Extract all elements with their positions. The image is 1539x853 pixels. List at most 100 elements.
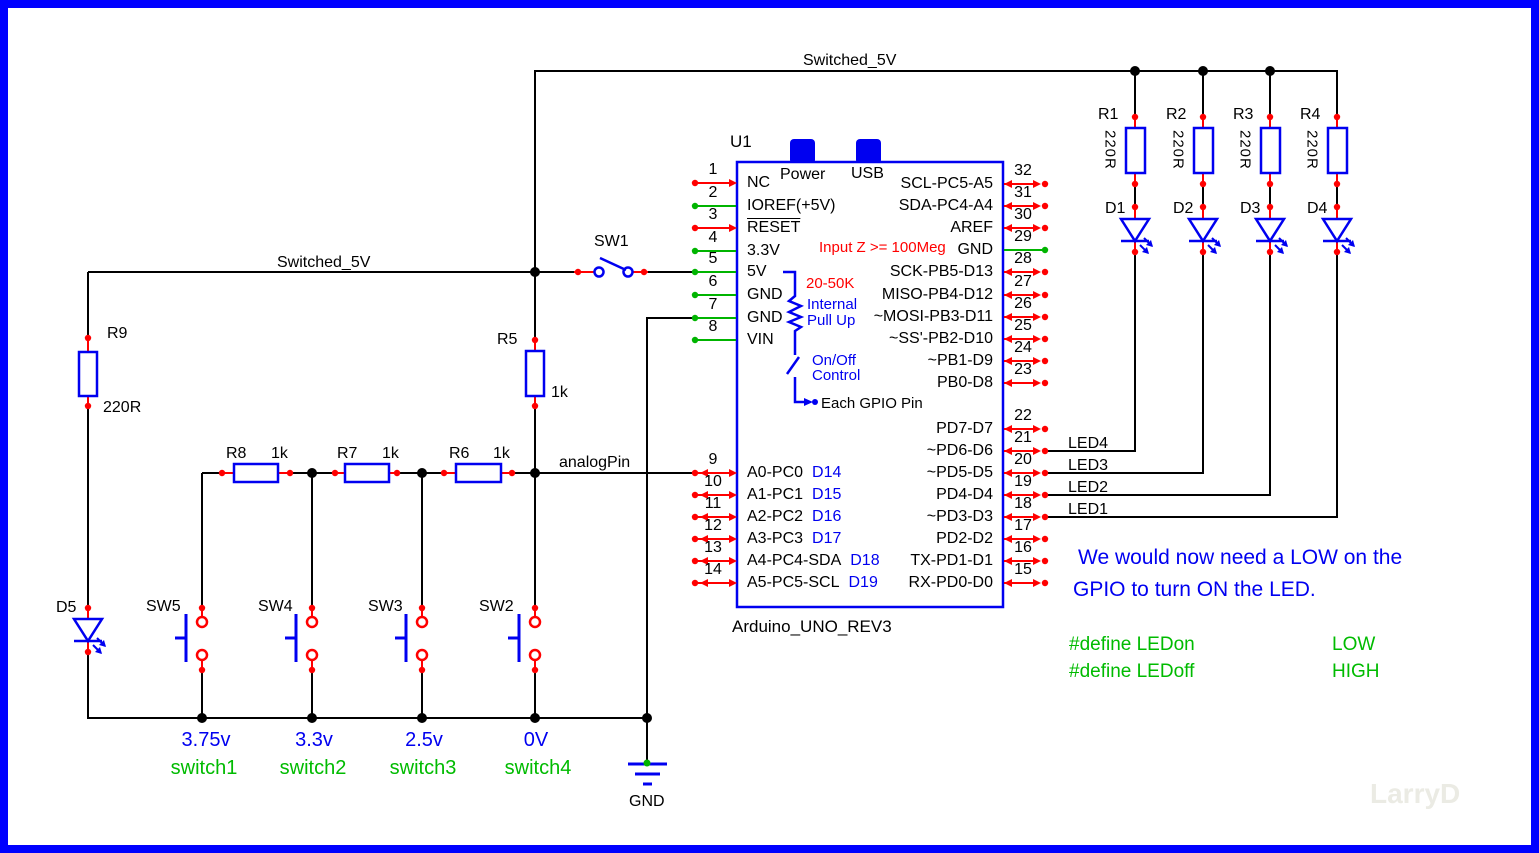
pin-left-4-num: 4: [708, 229, 718, 246]
switch3-voltage: 2.5v: [405, 729, 443, 751]
r2-ref: R2: [1166, 106, 1187, 123]
sw1-lever: [599, 256, 627, 272]
resistor-r3: [1259, 113, 1282, 188]
note-gpio: Each GPIO Pin: [821, 395, 923, 412]
r9-value: 220R: [103, 399, 142, 416]
wire-bottom-rail: [87, 652, 647, 719]
switch4-name: switch4: [504, 757, 572, 779]
pin-right-28-label: SCK-PB5-D13: [889, 263, 993, 280]
net-label-led2: LED2: [1068, 479, 1109, 496]
r4-ref: R4: [1300, 106, 1321, 123]
resistor-r7: [331, 462, 401, 484]
d1-ref: D1: [1105, 200, 1126, 217]
pin-left-1-label: NC: [747, 174, 771, 191]
sw5-ref: SW5: [146, 598, 181, 615]
pin-right-27-label: MISO-PB4-D12: [881, 286, 993, 303]
pin-left-3-label: RESET: [747, 219, 801, 236]
r8-ref: R8: [226, 445, 247, 462]
wire-switch-columns-top: [201, 473, 536, 608]
pin-right-26-num: 26: [1014, 295, 1032, 312]
resistor-r1: [1124, 113, 1147, 188]
pin-right-20-num: 20: [1014, 451, 1032, 468]
usb-connector-label: USB: [851, 165, 884, 182]
pin-left-2-num: 2: [708, 184, 718, 201]
resistor-r5: [524, 336, 546, 410]
pin-right-19-label: PD4-D4: [936, 486, 993, 503]
pin-right-25-label: ~SS'-PB2-D10: [889, 330, 993, 347]
sw3-plunger: [395, 614, 408, 662]
r1-value: 220R: [1101, 130, 1119, 170]
pin-right-24-num: 24: [1014, 339, 1032, 356]
pin-right-17-num: 17: [1014, 517, 1032, 534]
led-d1: [1118, 203, 1153, 256]
sw4-plunger: [285, 614, 298, 662]
define-ledon-value: LOW: [1332, 634, 1376, 655]
pin-right-29-label: GND: [957, 241, 993, 258]
switch1-voltage: 3.75v: [181, 729, 231, 751]
pin-left-13-dlabel: D18: [850, 552, 880, 569]
switch-sw4: [285, 604, 319, 674]
pin-right-17-label: PD2-D2: [936, 530, 993, 547]
resistor-r2: [1192, 113, 1215, 188]
r3-ref: R3: [1233, 106, 1254, 123]
net-label-switched5v-top: Switched_5V: [803, 52, 897, 69]
switch-sw2: [508, 604, 542, 674]
pin-left-5-num: 5: [708, 250, 718, 267]
r7-ref: R7: [337, 445, 358, 462]
pin-left-7-num: 7: [708, 296, 718, 313]
switch1-name: switch1: [170, 757, 238, 779]
r8-value: 1k: [271, 445, 288, 462]
d2-ref: D2: [1173, 200, 1194, 217]
pin-right-19-num: 19: [1014, 473, 1032, 490]
pin-left-13-num: 13: [704, 539, 722, 556]
pin-left-3-num: 3: [708, 206, 718, 223]
pin-right-31-label: SDA-PC4-A4: [898, 197, 993, 214]
power-connector-tab: [790, 139, 815, 164]
d4-ref: D4: [1307, 200, 1328, 217]
led-d4: [1320, 203, 1355, 256]
pin-right-21-num: 21: [1014, 429, 1032, 446]
led-d3: [1253, 203, 1288, 256]
pin-right-30-num: 30: [1014, 206, 1032, 223]
pin-left-10-num: 10: [704, 473, 722, 490]
resistor-r8: [218, 462, 294, 484]
wire-pin7-gnd: [646, 317, 692, 763]
led-d5: [71, 604, 106, 656]
r6-value: 1k: [493, 445, 510, 462]
power-connector-label: Power: [780, 166, 826, 183]
pin-stubs-right: [1004, 180, 1049, 587]
switch-sw3: [395, 604, 429, 674]
pin-right-31-num: 31: [1014, 184, 1032, 201]
gpio-arrowhead: [804, 398, 813, 406]
pin-right-29-num: 29: [1014, 228, 1032, 245]
pin-right-18-label: ~PD3-D3: [926, 508, 993, 525]
onoff-switch-lever: [785, 356, 801, 375]
note-line2: GPIO to turn ON the LED.: [1073, 578, 1316, 601]
r9-ref: R9: [107, 325, 128, 342]
junction-dots: [197, 66, 1275, 723]
define-ledon: #define LEDon: [1069, 634, 1195, 655]
pin-left-6-label: GND: [747, 286, 783, 303]
define-ledoff-value: HIGH: [1332, 661, 1380, 682]
pin-right-15-num: 15: [1014, 561, 1032, 578]
chip-designator: U1: [730, 132, 752, 151]
wire-led-returns: [1047, 252, 1338, 518]
net-label-led4: LED4: [1068, 435, 1109, 452]
pin-right-26-label: ~MOSI-PB3-D11: [873, 308, 993, 325]
pin-left-1-num: 1: [708, 161, 718, 178]
switch2-voltage: 3.3v: [295, 729, 333, 751]
wire-switched5v-top: [534, 70, 1338, 272]
pin-left-7-label: GND: [747, 309, 783, 326]
watermark: LarryD: [1370, 778, 1461, 809]
switch4-voltage: 0V: [523, 729, 549, 751]
gnd-label: GND: [629, 793, 665, 810]
pin-right-16-label: TX-PD1-D1: [910, 552, 993, 569]
pin-right-15-label: RX-PD0-D0: [908, 574, 993, 591]
usb-connector-tab: [856, 139, 881, 164]
wire-switch-columns-bottom: [201, 670, 536, 718]
pin-left-11-dlabel: D16: [812, 508, 842, 525]
